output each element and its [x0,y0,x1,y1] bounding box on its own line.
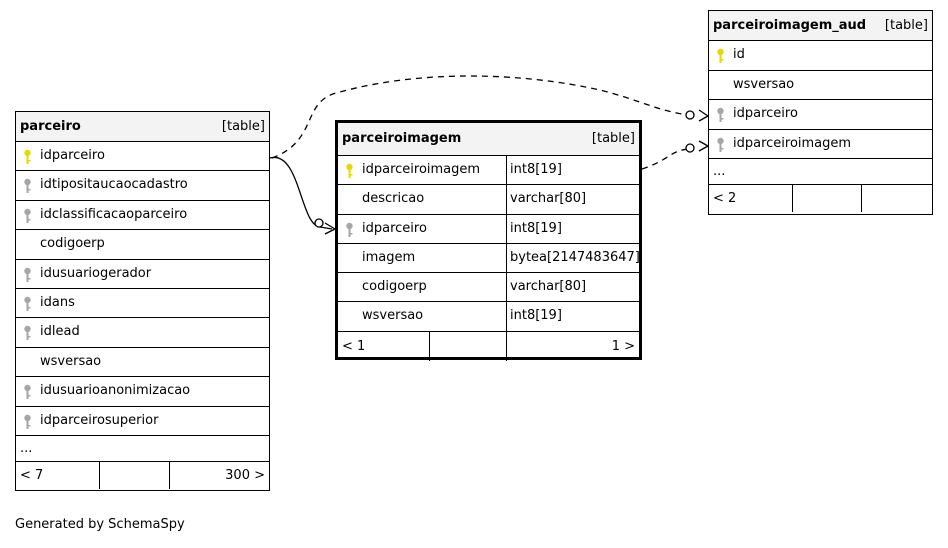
column-name: wsversao [733,76,795,92]
column-row[interactable]: idtipositaucaocadastro [16,171,269,201]
foreign-key-icon [717,107,724,122]
relation-parceiro-parceiroimagem [269,156,333,230]
column-row[interactable]: wsversao [16,348,269,378]
table-parceiroimagem-aud[interactable]: parceiroimagem_aud [table] id wsversao idp… [708,10,933,215]
more-columns: ... [709,159,932,185]
column-row[interactable]: imagem bytea[2147483647] [338,243,640,274]
column-name: idans [40,294,75,310]
column-name: imagem [362,249,416,265]
column-type: int8[19] [506,156,562,185]
foreign-key-icon [24,296,31,311]
column-row[interactable]: wsversao [709,71,932,100]
column-type: int8[19] [506,302,562,331]
table-footer: < 2 [709,185,932,212]
table-footer: < 1 1 > [338,331,639,361]
column-name: idtipositaucaocadastro [40,177,188,193]
foreign-key-icon [24,326,31,341]
column-name: wsversao [362,308,424,324]
table-header: parceiro [table] [16,112,269,142]
table-header: parceiroimagem [table] [338,123,639,156]
rows-count-cell [793,185,862,212]
column-name: idlead [40,324,80,340]
column-type: bytea[2147483647] [506,243,640,273]
column-name: idparceiro [733,106,798,121]
table-kind: [table] [591,131,635,146]
column-name: idusuarioanonimizacao [40,383,191,399]
column-name: id [733,47,745,62]
column-type: int8[19] [506,214,562,243]
column-name: idclassificacaoparceiro [40,206,188,222]
column-row[interactable]: idparceiroimagem int8[19] [338,156,639,186]
relation-crowfoot-marker [698,109,709,122]
column-name: codigoerp [40,236,105,252]
rows-count-cell [100,461,170,489]
table-footer: < 7 300 > [16,461,269,489]
column-row[interactable]: idparceirosuperior [16,407,269,436]
parents-count[interactable]: < 2 [709,185,793,212]
table-name[interactable]: parceiroimagem [342,131,462,146]
column-row[interactable]: idparceiro int8[19] [338,214,639,244]
table-kind: [table] [884,18,928,33]
column-name: idparceiro [362,220,427,236]
relation-crowfoot-marker [324,222,336,235]
column-name: idparceiroimagem [733,135,852,151]
table-kind: [table] [221,119,265,134]
generated-by-note: Generated by SchemaSpy [15,517,185,532]
primary-key-icon [24,149,31,164]
relation-optional-marker [685,110,695,120]
column-name: codigoerp [362,279,427,295]
more-columns: ... [16,436,269,462]
column-row[interactable]: descricao varchar[80] [338,185,639,215]
foreign-key-icon [717,137,724,152]
relation-optional-marker [314,218,324,228]
column-row[interactable]: codigoerp [16,230,269,260]
ellipsis: ... [20,440,33,456]
parents-count[interactable]: < 7 [16,461,100,489]
column-row[interactable]: id [709,41,932,71]
parents-count[interactable]: < 1 [338,331,430,361]
table-name[interactable]: parceiroimagem_aud [713,18,867,33]
column-row[interactable]: idusuarioanonimizacao [16,377,269,407]
foreign-key-icon [24,179,31,194]
column-row[interactable]: idusuariogerador [16,260,269,289]
table-header: parceiroimagem_aud [table] [709,11,932,41]
column-type: varchar[80] [506,273,586,302]
foreign-key-icon [24,267,31,282]
children-count[interactable]: 300 > [225,467,265,483]
foreign-key-icon [24,208,31,223]
table-parceiro[interactable]: parceiro [table] idparceiro idtipositauca… [15,111,270,491]
column-name: idparceirosuperior [40,412,159,428]
primary-key-icon [717,48,724,63]
column-row[interactable]: idparceiro [16,142,269,172]
column-name: idparceiroimagem [362,162,481,177]
column-row[interactable]: wsversao int8[19] [338,302,639,332]
column-name: wsversao [40,353,102,369]
relation-crowfoot-marker [698,140,709,152]
relation-parceiroimagem-aud [641,148,691,170]
column-name: descricao [362,191,425,207]
column-row[interactable]: idparceiro [709,100,932,130]
foreign-key-icon [24,414,31,429]
foreign-key-icon [346,222,353,237]
table-name[interactable]: parceiro [20,119,81,134]
column-row[interactable]: idparceiroimagem [709,130,932,159]
foreign-key-icon [24,384,31,400]
column-row[interactable]: codigoerp varchar[80] [338,273,639,303]
primary-key-icon [346,163,353,178]
column-row[interactable]: idans [16,289,269,319]
column-type: varchar[80] [506,185,586,214]
column-row[interactable]: idclassificacaoparceiro [16,201,269,231]
column-name: idusuariogerador [40,265,152,281]
children-count[interactable]: 1 > [611,338,635,354]
ellipsis: ... [713,164,726,179]
relation-parceiro-aud [271,75,691,159]
relation-optional-marker [685,143,695,153]
column-name: idparceiro [40,148,105,163]
column-row[interactable]: idlead [16,318,269,348]
rows-count-cell [430,331,507,361]
